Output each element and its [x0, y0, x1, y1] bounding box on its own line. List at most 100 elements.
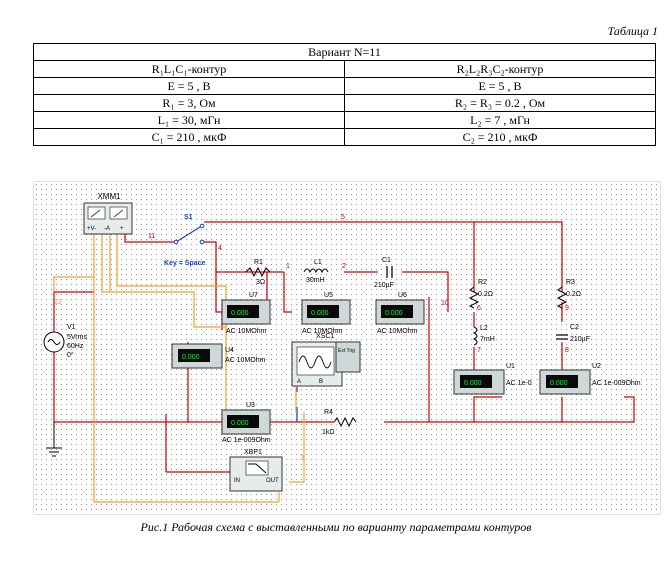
l2-value: 7mH: [480, 336, 495, 343]
figure-caption: Рис.1 Рабочая схема с выставленными по в…: [140, 520, 532, 534]
parameters-table: Вариант N=11 R₁L₁C₁-контур R₂L₂R₃C₂-конт…: [33, 43, 656, 146]
meter-label: AC 10MOhm: [225, 357, 266, 364]
scope-port-label: B: [319, 379, 323, 385]
inductor-l1[interactable]: L1 30mH: [303, 259, 329, 284]
meter-label: AC 1e-009Ohm: [222, 437, 271, 444]
xmm1-multimeter[interactable]: XMM1 +V- -A +: [83, 192, 133, 235]
c1-value: 210µF: [374, 282, 394, 289]
meter-name: U5: [324, 292, 333, 299]
ext-trig-label: Ext Trig: [338, 348, 355, 354]
l1-value: 30mH: [306, 277, 325, 284]
ground-symbol: [46, 422, 62, 457]
c2-value: 210µF: [570, 336, 590, 343]
table-cell: L₂ = 7 , мГн: [344, 111, 656, 129]
meter-name: U3: [246, 402, 255, 409]
schematic-canvas: XMM1 +V- -A + S1 Key = Space 11 5 4 1 2 …: [43, 192, 641, 503]
meter-label: AC 10MOhm: [302, 328, 343, 335]
xsc1-label: XSC1: [316, 333, 334, 340]
meter-name: U4: [225, 347, 234, 354]
inductor-l2[interactable]: L2 7mH: [472, 325, 495, 346]
meter-u6[interactable]: U6 0.000 AC 10MOhm: [375, 292, 425, 335]
meter-name: U6: [398, 292, 407, 299]
meter-label: AC 1e-009Ohm: [592, 380, 641, 387]
net-label: 6: [477, 305, 481, 312]
xbp1-label: XBP1: [244, 449, 262, 456]
meter-display: 0.000: [231, 420, 249, 427]
xbp1-in-label: IN: [234, 478, 240, 484]
s1-label: S1: [184, 214, 193, 221]
net-label: 12: [54, 299, 62, 306]
meter-u4[interactable]: U4 0.000 AC 10MOhm: [171, 343, 266, 369]
net-label: 2: [342, 263, 346, 270]
meter-display: 0.000: [385, 310, 403, 317]
r1-name: R1: [254, 259, 263, 266]
ac-source-v1[interactable]: V1 5Vrms 60Hz 0°: [43, 324, 87, 359]
table-caption: Таблица 1: [607, 24, 658, 38]
table-cell: R₁L₁C₁-контур: [33, 60, 345, 78]
meter-display: 0.000: [311, 310, 329, 317]
table-cell: E = 5 , В: [344, 77, 656, 95]
xmm1-button-label: -A: [104, 226, 110, 232]
net-label: 9: [565, 305, 569, 312]
xbp1-out-label: OUT: [266, 478, 279, 484]
meter-label: AC 1e-0: [506, 380, 532, 387]
net-label: 4: [218, 245, 222, 252]
l2-name: L2: [480, 325, 488, 332]
meter-u5[interactable]: U5 0.000 AC 10MOhm: [301, 292, 351, 335]
resistor-r2[interactable]: R2 0.2Ω: [468, 279, 493, 309]
r2-value: 0.2Ω: [478, 291, 493, 298]
meter-u1[interactable]: U1 0.000 AC 1e-0: [453, 363, 532, 395]
key-label: Key = Space: [164, 260, 206, 267]
meter-u7[interactable]: U7 0.000 AC 10MOhm: [221, 292, 271, 335]
meter-display: 0.000: [182, 354, 200, 361]
net-label: 10: [441, 300, 449, 307]
meter-u2[interactable]: U2 0.000 AC 1e-009Ohm: [539, 363, 641, 395]
table-cell: C₂ = 210 , мкФ: [344, 128, 656, 146]
xmm1-button-label: +: [120, 226, 124, 232]
resistor-r4[interactable]: R4 1kΩ: [322, 409, 357, 436]
table-cell: E = 5 , В: [33, 77, 345, 95]
orange-wires: [53, 234, 334, 503]
net-label: 11: [148, 233, 155, 240]
meter-name: U1: [506, 363, 515, 370]
meter-display: 0.000: [550, 380, 568, 387]
switch-s1[interactable]: S1 Key = Space: [164, 214, 206, 267]
v1-line: 0°: [67, 351, 74, 359]
r2-name: R2: [478, 279, 487, 286]
bode-plotter-xbp1[interactable]: XBP1 IN OUT: [229, 449, 283, 492]
resistor-r3[interactable]: R3 0.2Ω: [556, 279, 581, 309]
v1-line: 60Hz: [67, 343, 84, 350]
circuit-schematic: XMM1 +V- -A + S1 Key = Space 11 5 4 1 2 …: [33, 181, 661, 515]
net-label: 3: [300, 455, 304, 462]
meter-display: 0.000: [231, 310, 249, 317]
r1-value: 3Ω: [256, 279, 265, 286]
c2-name: C2: [570, 324, 579, 331]
meter-u3[interactable]: U3 0.000 AC 1e-009Ohm: [221, 402, 271, 444]
r4-value: 1kΩ: [322, 429, 335, 436]
meter-name: U2: [592, 363, 601, 370]
resistor-r1[interactable]: R1 3Ω: [245, 259, 271, 286]
meter-label: AC 10MOhm: [377, 328, 418, 335]
scope-port-label: A: [297, 379, 301, 385]
table-cell: L₁ = 30, мГн: [33, 111, 345, 129]
capacitor-c2[interactable]: C2 210µF: [556, 324, 590, 343]
l1-name: L1: [314, 259, 322, 266]
capacitor-c1[interactable]: C1 210µF: [374, 257, 394, 289]
meter-label: AC 10MOhm: [226, 328, 267, 335]
oscilloscope-xsc1[interactable]: XSC1 A B Ext Trig: [291, 333, 361, 387]
net-label: 7: [477, 347, 481, 354]
table-cell: R₂L₂R₃C₂-контур: [344, 60, 656, 78]
r3-name: R3: [566, 279, 575, 286]
r4-name: R4: [324, 409, 333, 416]
table-title: Вариант N=11: [33, 43, 656, 61]
net-label: 1: [286, 263, 290, 270]
xmm1-label: XMM1: [97, 192, 121, 201]
c1-name: C1: [382, 257, 391, 264]
net-labels: 11 5 4 1 2 10 12 6 9 7 8 3: [54, 214, 569, 462]
meter-display: 0.000: [464, 380, 482, 387]
table-cell: R₂ = R₃ = 0.2 , Ом: [344, 94, 656, 112]
r3-value: 0.2Ω: [566, 291, 581, 298]
xmm1-button-label: +V-: [87, 226, 96, 232]
net-label: 8: [565, 347, 569, 354]
v1-name: V1: [67, 324, 76, 331]
